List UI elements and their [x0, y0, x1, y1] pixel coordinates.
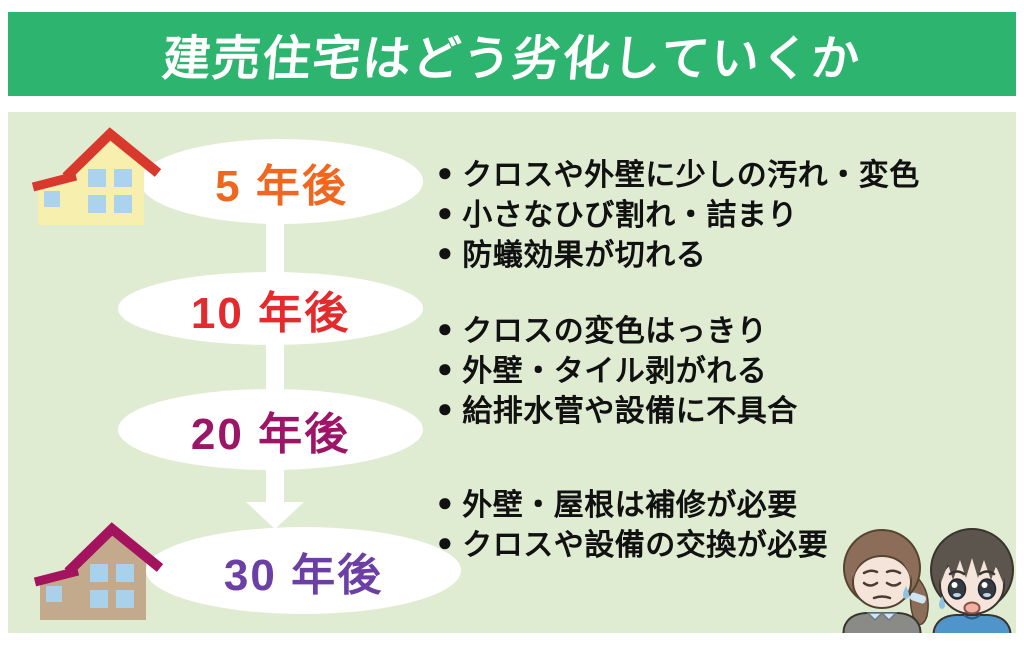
stage-ellipse-5y: 5 年後	[140, 139, 423, 224]
bullet-dot-icon: ●	[437, 527, 454, 557]
list-item-text: 外壁・タイル剥がれる	[462, 355, 768, 388]
list-item-text: クロスや設備の交換が必要	[462, 529, 829, 562]
content-panel: 5 年後 10 年後 20 年後 30 年後 ● クロスや外壁に少しの汚れ・変色…	[8, 112, 1016, 633]
timeline-connector	[266, 337, 284, 397]
list-item: ● クロスの変色はっきり	[437, 308, 798, 348]
title-banner: 建売住宅はどう劣化していくか	[8, 12, 1016, 96]
woman-character	[842, 529, 929, 633]
old-house-icon	[33, 522, 164, 620]
stage-label: 10 年後	[190, 288, 351, 338]
bullet-list-5y: ● クロスや外壁に少しの汚れ・変色 ● 小さなひび割れ・詰まり ● 防蟻効果が切…	[437, 152, 920, 272]
stage-ellipse-30y: 30 年後	[146, 527, 461, 614]
list-item-text: 外壁・屋根は補修が必要	[462, 489, 798, 522]
list-item: ● クロスや外壁に少しの汚れ・変色	[437, 152, 920, 192]
bullet-dot-icon: ●	[437, 157, 454, 187]
list-item: ● クロスや設備の交換が必要	[437, 522, 828, 562]
bullet-dot-icon: ●	[437, 313, 454, 343]
timeline-connector	[266, 462, 284, 504]
list-item: ● 給排水菅や設備に不具合	[437, 388, 798, 428]
bullet-dot-icon: ●	[437, 393, 454, 423]
bullet-dot-icon: ●	[437, 487, 454, 517]
stage-label: 30 年後	[223, 550, 384, 600]
stage-label: 5 年後	[215, 161, 348, 211]
list-item-text: 給排水菅や設備に不具合	[462, 395, 798, 428]
bullet-list-10-20y: ● クロスの変色はっきり ● 外壁・タイル剥がれる ● 給排水菅や設備に不具合	[437, 308, 798, 428]
list-item-text: クロスの変色はっきり	[462, 315, 768, 348]
list-item: ● 小さなひび割れ・詰まり	[437, 192, 920, 232]
timeline-connector	[266, 212, 284, 278]
list-item: ● 防蟻効果が切れる	[437, 232, 920, 272]
bullet-dot-icon: ●	[437, 197, 454, 227]
page-title: 建売住宅はどう劣化していくか	[159, 33, 864, 86]
stage-ellipse-20y: 20 年後	[118, 389, 423, 470]
arrow-down-icon	[246, 502, 304, 529]
list-item-text: クロスや外壁に少しの汚れ・変色	[462, 159, 920, 192]
list-item: ● 外壁・タイル剥がれる	[437, 348, 798, 388]
list-item: ● 外壁・屋根は補修が必要	[437, 482, 828, 522]
bullet-dot-icon: ●	[437, 353, 454, 383]
bullet-list-30y: ● 外壁・屋根は補修が必要 ● クロスや設備の交換が必要	[437, 482, 828, 562]
list-item-text: 小さなひび割れ・詰まり	[462, 199, 798, 232]
stage-label: 20 年後	[190, 409, 351, 459]
new-house-icon	[31, 127, 162, 225]
bullet-dot-icon: ●	[437, 237, 454, 267]
man-character	[930, 528, 1014, 633]
stage-ellipse-10y: 10 年後	[118, 272, 423, 345]
list-item-text: 防蟻効果が切れる	[462, 239, 707, 272]
worried-couple-illustration	[842, 528, 1014, 633]
